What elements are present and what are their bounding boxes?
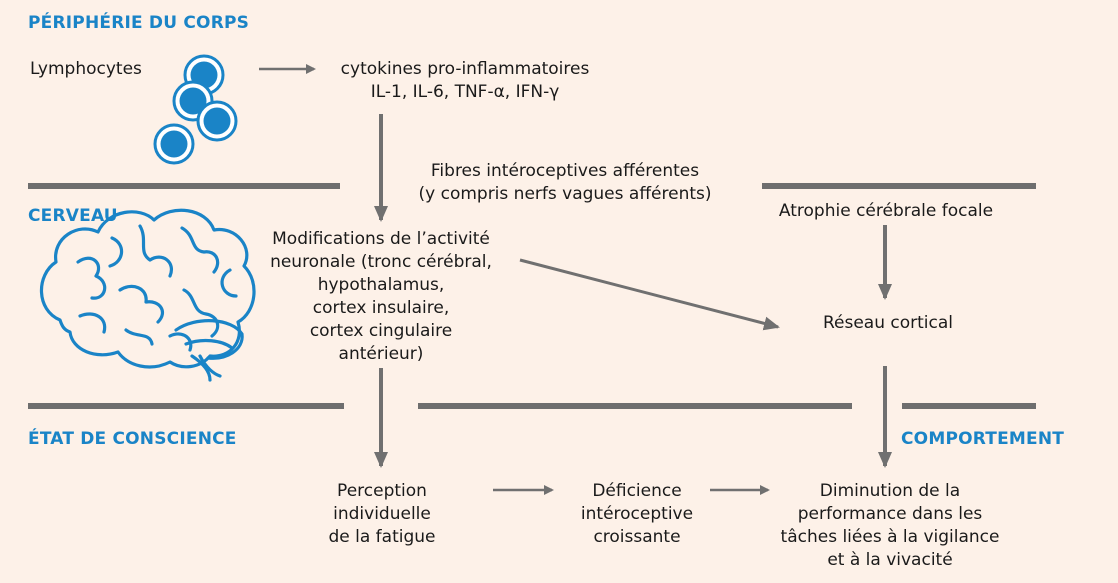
node-performance-line-1: Diminution de la: [755, 480, 1025, 503]
node-network: Réseau cortical: [770, 312, 1006, 335]
node-neuronal-line-6: antérieur): [240, 343, 522, 366]
node-performance-line-2: performance dans les: [755, 503, 1025, 526]
lymphocyte-cell-3: [198, 102, 236, 140]
node-neuronal-line-1: Modifications de l’activité: [240, 228, 522, 251]
node-perception-line-3: de la fatigue: [300, 526, 464, 549]
node-neuronal-line-2: neuronale (tronc cérébral,: [240, 251, 522, 274]
node-fibres: Fibres intéroceptives afférentes (y comp…: [390, 160, 740, 206]
lymphocyte-cell-4: [155, 125, 193, 163]
node-deficiency: Déficience intéroceptive croissante: [555, 480, 719, 549]
node-deficiency-line-2: intéroceptive: [555, 503, 719, 526]
node-fibres-line-2: (y compris nerfs vagues afférents): [390, 183, 740, 206]
arrow-neuronal-to-network: [520, 260, 778, 327]
node-deficiency-line-3: croissante: [555, 526, 719, 549]
section-header-brain: CERVEAU: [28, 205, 118, 228]
section-header-behavior: COMPORTEMENT: [901, 428, 1064, 451]
brain-icon: [41, 210, 254, 380]
node-performance-line-3: tâches liées à la vigilance: [755, 526, 1025, 549]
node-neuronal: Modifications de l’activité neuronale (t…: [240, 228, 522, 366]
node-cytokines-line-1: cytokines pro-inflammatoires: [300, 58, 630, 81]
node-neuronal-line-4: cortex insulaire,: [240, 297, 522, 320]
node-deficiency-line-1: Déficience: [555, 480, 719, 503]
lymphocyte-cells-icon: [155, 56, 236, 163]
node-neuronal-line-5: cortex cingulaire: [240, 320, 522, 343]
node-performance-line-4: et à la vivacité: [755, 549, 1025, 572]
node-atrophy: Atrophie cérébrale focale: [742, 200, 1030, 223]
node-perception-line-1: Perception: [300, 480, 464, 503]
node-cytokines-line-2: IL-1, IL-6, TNF-α, IFN-γ: [300, 81, 630, 104]
node-perception: Perception individuelle de la fatigue: [300, 480, 464, 549]
node-perception-line-2: individuelle: [300, 503, 464, 526]
node-cytokines: cytokines pro-inflammatoires IL-1, IL-6,…: [300, 58, 630, 104]
node-neuronal-line-3: hypothalamus,: [240, 274, 522, 297]
node-fibres-line-1: Fibres intéroceptives afférentes: [390, 160, 740, 183]
node-lymphocytes: Lymphocytes: [30, 58, 142, 81]
section-header-periphery: PÉRIPHÉRIE DU CORPS: [28, 12, 249, 35]
node-performance: Diminution de la performance dans les tâ…: [755, 480, 1025, 572]
section-header-consciousness: ÉTAT DE CONSCIENCE: [28, 428, 237, 451]
